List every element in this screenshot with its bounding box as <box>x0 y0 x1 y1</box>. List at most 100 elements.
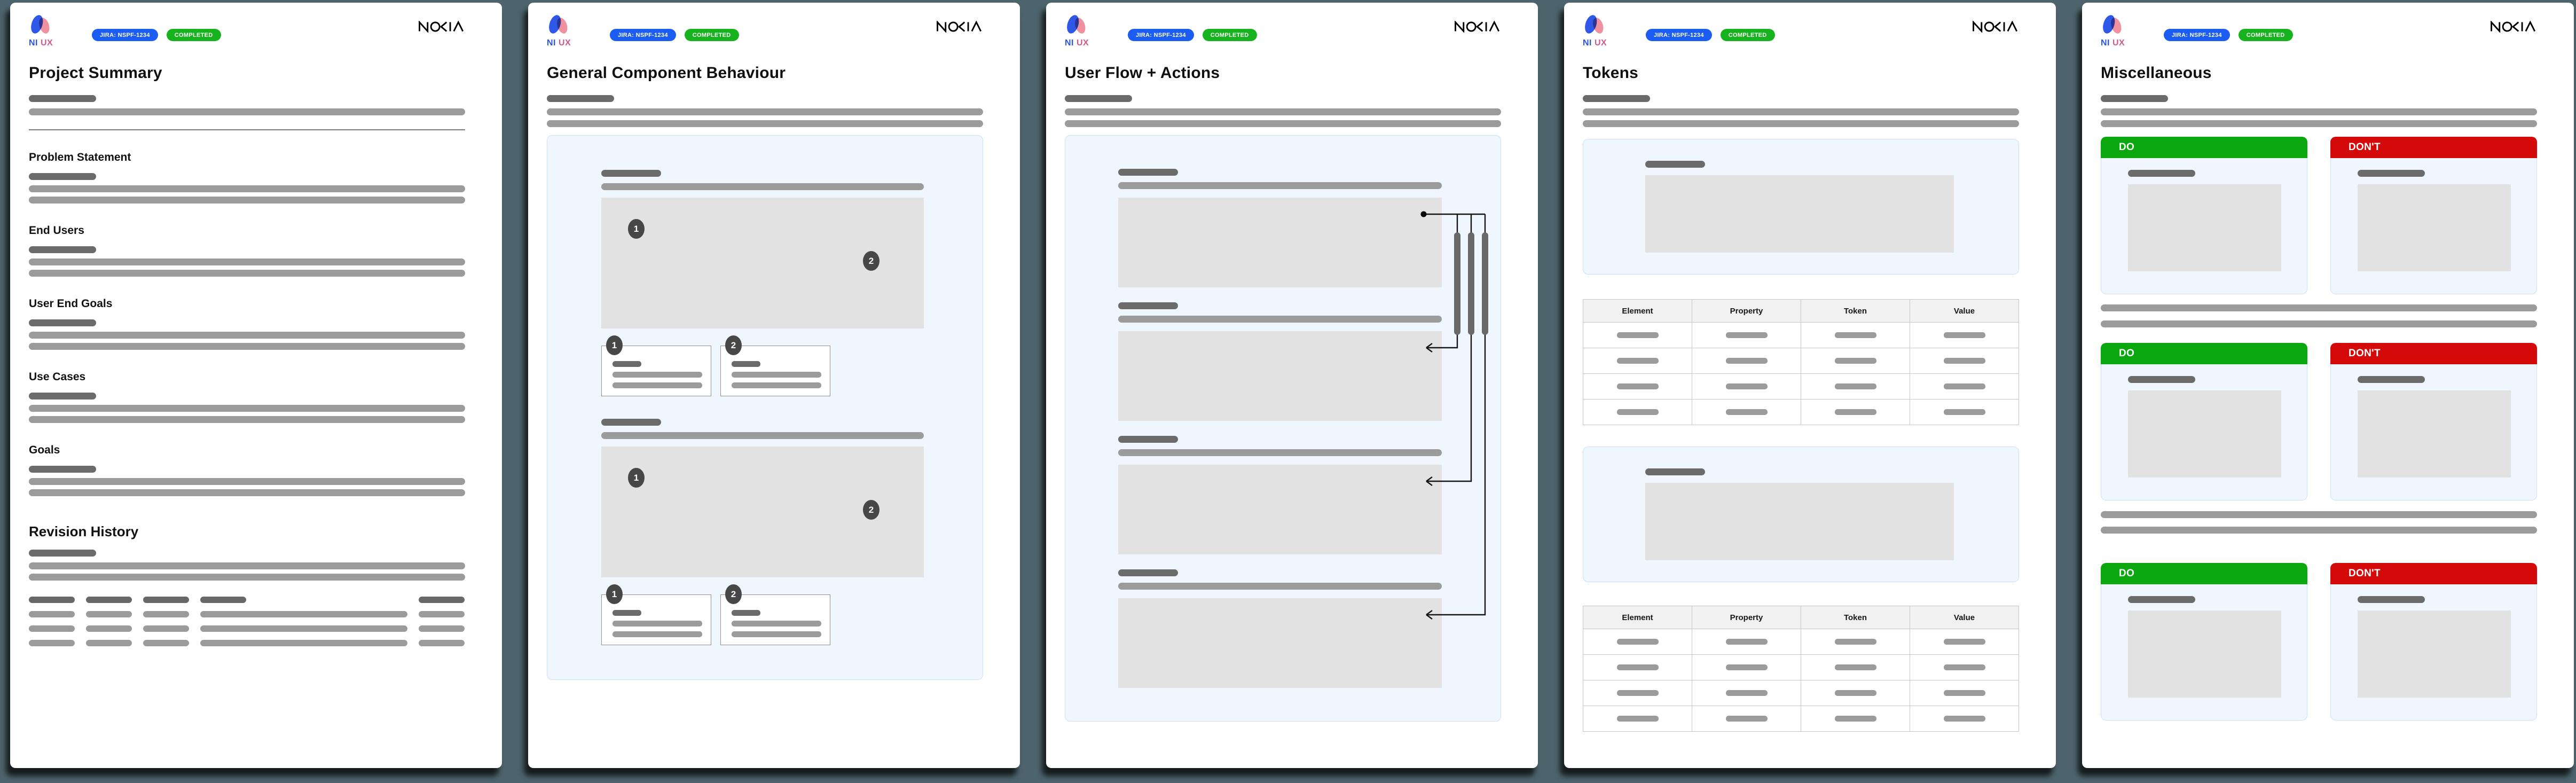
logo-ni-text: NI <box>2101 38 2110 48</box>
page-header: NI UX JIRA: NSPF-1234 COMPLETED <box>1065 3 1501 56</box>
revision-history-table <box>29 597 465 646</box>
table-header-bar <box>86 597 132 603</box>
annotation-marker-1: 1 <box>606 584 623 604</box>
table-cell-bar <box>1725 690 1768 696</box>
table-cell <box>1910 399 2019 425</box>
table-header-bar <box>419 597 465 603</box>
image-placeholder <box>1118 465 1442 554</box>
status-badge: COMPLETED <box>1720 29 1775 41</box>
column-header-property: Property <box>1692 606 1801 629</box>
section-problem-statement: Problem Statement <box>29 151 465 203</box>
section-user-end-goals: User End Goals <box>29 297 465 350</box>
table-header-bar <box>200 597 246 603</box>
table-header-row: Element Property Token Value <box>1583 606 2019 629</box>
logo-ni-text: NI <box>1583 38 1592 48</box>
table-cell <box>1801 680 1910 706</box>
token-preview-panel <box>1583 447 2019 582</box>
dont-header: DON'T <box>2330 343 2537 364</box>
annotation-card-2: 2 <box>720 584 830 645</box>
table-cell-bar <box>1834 332 1876 338</box>
annotation-card-1: 1 <box>601 584 711 645</box>
label-placeholder-bar <box>29 393 96 400</box>
table-cell-bar <box>1725 716 1768 722</box>
table-cell <box>1583 348 1692 374</box>
table-cell-bar <box>86 625 132 632</box>
label-placeholder-bar <box>1118 169 1178 176</box>
dont-body <box>2330 364 2537 500</box>
table-cell-bar <box>1943 716 1985 722</box>
section-heading: Revision History <box>29 523 139 539</box>
table-cell-bar <box>1725 639 1768 645</box>
badge-group: JIRA: NSPF-1234 COMPLETED <box>2164 29 2293 41</box>
text-placeholder-bar <box>29 343 465 350</box>
logo-ux-text: UX <box>558 38 571 48</box>
text-placeholder-bar <box>601 432 924 439</box>
table-row <box>1583 399 2019 425</box>
user-flow-panel <box>1065 135 1501 722</box>
text-placeholder-bar <box>732 372 821 378</box>
do-header: DO <box>2101 343 2307 364</box>
table-cell-bar <box>86 640 132 646</box>
dont-body <box>2330 584 2537 721</box>
text-placeholder-bar <box>29 259 465 265</box>
flow-step-2 <box>1118 302 1442 421</box>
table-row <box>1583 706 2019 732</box>
text-placeholder-bar <box>1118 182 1442 189</box>
image-placeholder <box>1118 598 1442 688</box>
column-header-value: Value <box>1910 299 2019 323</box>
table-row <box>1583 348 2019 374</box>
page-title: Tokens <box>1583 64 1639 82</box>
section-use-cases: Use Cases <box>29 370 465 423</box>
column-header-property: Property <box>1692 299 1801 323</box>
table-cell-bar <box>1834 358 1876 364</box>
table-cell <box>1910 348 2019 374</box>
table-cell <box>1910 654 2019 680</box>
label-placeholder-bar <box>601 419 661 426</box>
label-placeholder-bar <box>29 550 96 557</box>
jira-ticket-badge: JIRA: NSPF-1234 <box>92 29 158 41</box>
table-cell <box>1910 322 2019 348</box>
section-goals: Goals <box>29 443 465 496</box>
nokia-wordmark-icon <box>937 21 982 33</box>
label-placeholder-bar <box>1118 302 1178 309</box>
text-placeholder-bar <box>29 405 465 412</box>
annotation-marker-2: 2 <box>863 251 879 271</box>
annotation-card-row: 1 2 <box>601 335 924 396</box>
table-cell <box>1583 629 1692 655</box>
text-placeholder-bar <box>547 120 983 127</box>
annotation-marker-1: 1 <box>606 335 623 355</box>
niux-petal-icon <box>549 15 568 34</box>
text-placeholder-bar <box>2101 120 2537 127</box>
table-cell-bar <box>1616 332 1659 338</box>
page-general-component-behaviour: NI UX JIRA: NSPF-1234 COMPLETED General … <box>528 3 1020 768</box>
niux-wordmark: NI UX <box>1583 38 1607 48</box>
annotation-marker-2: 2 <box>725 335 742 355</box>
label-placeholder-bar <box>1065 95 1132 102</box>
niux-wordmark: NI UX <box>1065 38 1089 48</box>
tokens-table: Element Property Token Value <box>1583 299 2019 425</box>
do-body <box>2101 584 2307 721</box>
text-placeholder-bar <box>29 478 465 485</box>
table-cell <box>1692 706 1801 732</box>
page-tokens: NI UX JIRA: NSPF-1234 COMPLETED Tokens <box>1564 3 2056 768</box>
status-badge: COMPLETED <box>166 29 221 41</box>
dont-header: DON'T <box>2330 563 2537 584</box>
text-placeholder-bar <box>29 185 465 192</box>
table-cell-bar <box>1834 690 1876 696</box>
section-revision-history: Revision History <box>29 523 465 646</box>
do-card: DO <box>2101 137 2307 294</box>
text-placeholder-bar <box>612 621 702 627</box>
table-cell <box>1910 706 2019 732</box>
table-header-bar <box>143 597 189 603</box>
label-placeholder-bar <box>2128 596 2195 603</box>
table-cell-bar <box>1834 716 1876 722</box>
text-placeholder-bar <box>2101 511 2537 518</box>
badge-group: JIRA: NSPF-1234 COMPLETED <box>1128 29 1257 41</box>
behaviour-block: 1 2 1 2 <box>601 419 924 645</box>
nokia-wordmark-icon <box>1973 21 2018 33</box>
table-cell-bar <box>86 611 132 617</box>
image-placeholder <box>2358 184 2511 271</box>
niux-logo: NI UX <box>1583 13 1607 48</box>
niux-logo: NI UX <box>29 13 53 48</box>
table-cell-bar <box>419 625 465 632</box>
